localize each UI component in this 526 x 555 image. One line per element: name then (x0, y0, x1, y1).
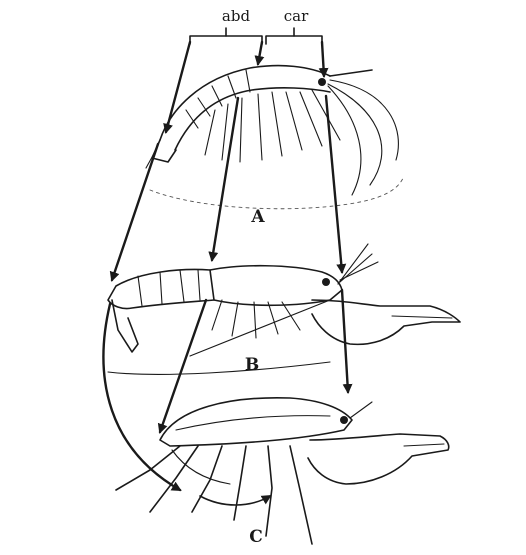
arrow-abdomen-tail-a-to-b (166, 42, 190, 132)
lobster-drawing-b (108, 244, 460, 374)
crab-drawing-c (116, 398, 449, 544)
panel-c-label: C (249, 527, 263, 547)
arrow-carapace-a-to-b (326, 96, 342, 272)
carapace-brace (266, 28, 322, 44)
abdomen-brace (190, 28, 262, 44)
arrow-carapace-a (322, 42, 324, 76)
panel-b-label: B (245, 355, 259, 375)
arrow-abdomen-fold-c (200, 496, 270, 505)
carapace-label: car (284, 7, 309, 25)
panel-a-label: A (250, 207, 265, 227)
abdomen-label: abd (222, 7, 251, 25)
arrow-abdomen-tail-a-b-2 (112, 144, 158, 280)
arrow-abdomen-curve-b-to-c (103, 304, 180, 490)
arrow-abdomen-base-a (258, 42, 262, 64)
arrow-carapace-b-to-c (342, 290, 348, 392)
shrimp-drawing-a (146, 66, 404, 209)
arrow-abdomen-base-b-to-c (160, 300, 206, 432)
arrow-abdomen-base-a-to-b (212, 98, 238, 260)
